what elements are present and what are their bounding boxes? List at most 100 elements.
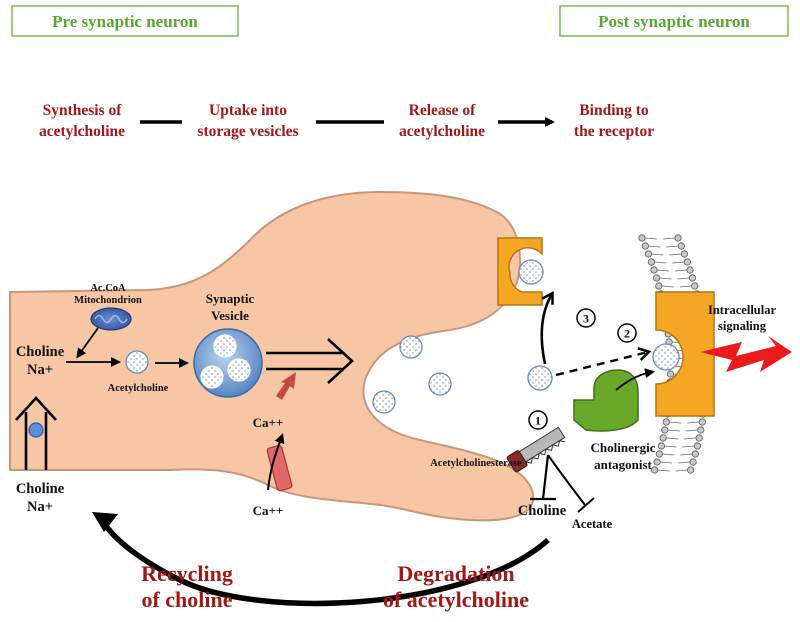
membrane-lipid (698, 418, 706, 426)
choline-inside-label: Choline (16, 344, 65, 360)
na-outside-label: Na+ (27, 499, 53, 515)
membrane-lipid (672, 261, 685, 264)
step-release-line1: Release of (409, 102, 477, 119)
membrane-lipid (657, 442, 665, 450)
antagonist-label-line1: Cholinergic (591, 440, 656, 455)
pre-synaptic-header: Pre synaptic neuron (52, 12, 198, 31)
acetylcholine-molecule (652, 343, 680, 371)
step-number-badge (617, 323, 637, 343)
step-binding-line2: the receptor (574, 123, 654, 140)
acetylcholine-molecule (527, 365, 553, 391)
membrane-lipid (677, 277, 690, 280)
acetate-branch-arrow (547, 454, 586, 506)
membrane-lipid (678, 461, 691, 464)
autoreceptor-arrow (540, 294, 552, 365)
scissors-enzyme-icon (506, 426, 566, 473)
membrane-lipid (674, 234, 682, 242)
step-number-1: 1 (535, 414, 541, 428)
membrane-lipid (655, 282, 663, 290)
membrane-lipid (666, 245, 679, 248)
membrane-lipid (682, 445, 695, 448)
membrane-lipid (685, 429, 698, 432)
membrane-lipid (666, 370, 674, 378)
membrane-lipid (688, 274, 697, 282)
postsynaptic-receptor (655, 291, 715, 417)
membrane-lipid (664, 445, 677, 448)
membrane-lipid (661, 285, 674, 288)
membrane-lipid (686, 266, 694, 274)
membrane-lipid (661, 426, 669, 434)
membrane-lipid (648, 245, 661, 248)
membrane-lipid (651, 253, 664, 256)
acetylcholine-molecule (518, 259, 544, 285)
membrane-lipid (662, 237, 676, 240)
presynaptic-receptor (497, 237, 543, 306)
synaptic-vesicle (193, 328, 263, 398)
membrane-lipid (666, 437, 679, 440)
synaptic-vesicle-label-line2: Vesicle (211, 308, 249, 323)
membrane-lipid (695, 434, 703, 442)
membrane-lipid (679, 285, 692, 288)
step-uptake-line1: Uptake into (209, 102, 287, 119)
membrane-lipid (651, 466, 659, 474)
membrane-lipid (689, 458, 697, 466)
step-binding-line1: Binding to (579, 102, 649, 119)
membrane-lipid (652, 274, 661, 282)
step-number-3: 3 (583, 312, 589, 326)
calcium-upper-label: Ca++ (253, 415, 284, 430)
membrane-lipid (680, 453, 693, 456)
membrane-lipid (659, 434, 667, 442)
membrane-lipid (697, 426, 705, 434)
step-release-line2: acetylcholine (399, 123, 485, 140)
recycling-label-line2: of choline (141, 587, 232, 612)
degradation-label-line1: Degradation (397, 561, 514, 586)
step-number-badge (576, 308, 596, 328)
membrane-lipid (669, 421, 682, 424)
membrane-lipid (653, 458, 661, 466)
recycling-sweep-arrow (101, 521, 550, 607)
post-synaptic-header-box (559, 5, 789, 37)
transporter-bead-icon (28, 422, 44, 438)
membrane-lipid (669, 253, 682, 256)
calcium-up-arrow (267, 433, 285, 491)
membrane-lipid (667, 429, 680, 432)
choline-product-label: Choline (518, 503, 567, 519)
membrane-lipid (680, 250, 689, 258)
step-number-badge (528, 410, 548, 430)
acetylcholinesterase-label: Acetylcholinesterase (430, 458, 522, 469)
pre-synaptic-header-box (11, 5, 239, 37)
step-uptake-line2: storage vesicles (197, 123, 298, 140)
lightning-icon (700, 336, 792, 372)
calcium-lower-label: Ca++ (253, 503, 284, 518)
membrane-lipid (662, 418, 670, 426)
mito-to-synthesis-arrow (76, 327, 99, 359)
membrane-lipid (644, 237, 658, 240)
mitochondrion-icon (90, 307, 132, 331)
step-synthesis-line2: acetylcholine (39, 123, 125, 140)
antagonist-label-line2: antagonist (594, 457, 652, 472)
choline-uptake-arrow (15, 396, 57, 470)
membrane-lipid (657, 469, 670, 472)
degradation-label-line2: of acetylcholine (383, 587, 529, 612)
recycling-label-line1: Recycling (141, 561, 233, 586)
acetylcholine-molecule (399, 335, 423, 359)
membrane-lipid (675, 469, 688, 472)
membrane-lipid (687, 466, 695, 474)
membrane-lipid (655, 450, 663, 458)
acetylcholine-molecule (372, 390, 396, 414)
recycling-sweep-arrowhead (92, 512, 118, 532)
antagonist-arrow (615, 368, 655, 391)
membrane-lipid (659, 277, 672, 280)
membrane-lipid (662, 453, 675, 456)
acetate-label: Acetate (572, 517, 613, 531)
intracellular-signaling-line1: Intracellular (708, 303, 776, 317)
step-synthesis-line1: Synthesis of (43, 102, 123, 119)
release-double-arrow (266, 338, 354, 384)
membrane-lipid (638, 234, 646, 242)
membrane-lipid (660, 461, 673, 464)
intracellular-signaling-line2: signaling (718, 319, 767, 333)
step-number-2: 2 (624, 327, 630, 341)
degradation-split-arrow (541, 454, 550, 500)
membrane-lipid (656, 269, 670, 272)
